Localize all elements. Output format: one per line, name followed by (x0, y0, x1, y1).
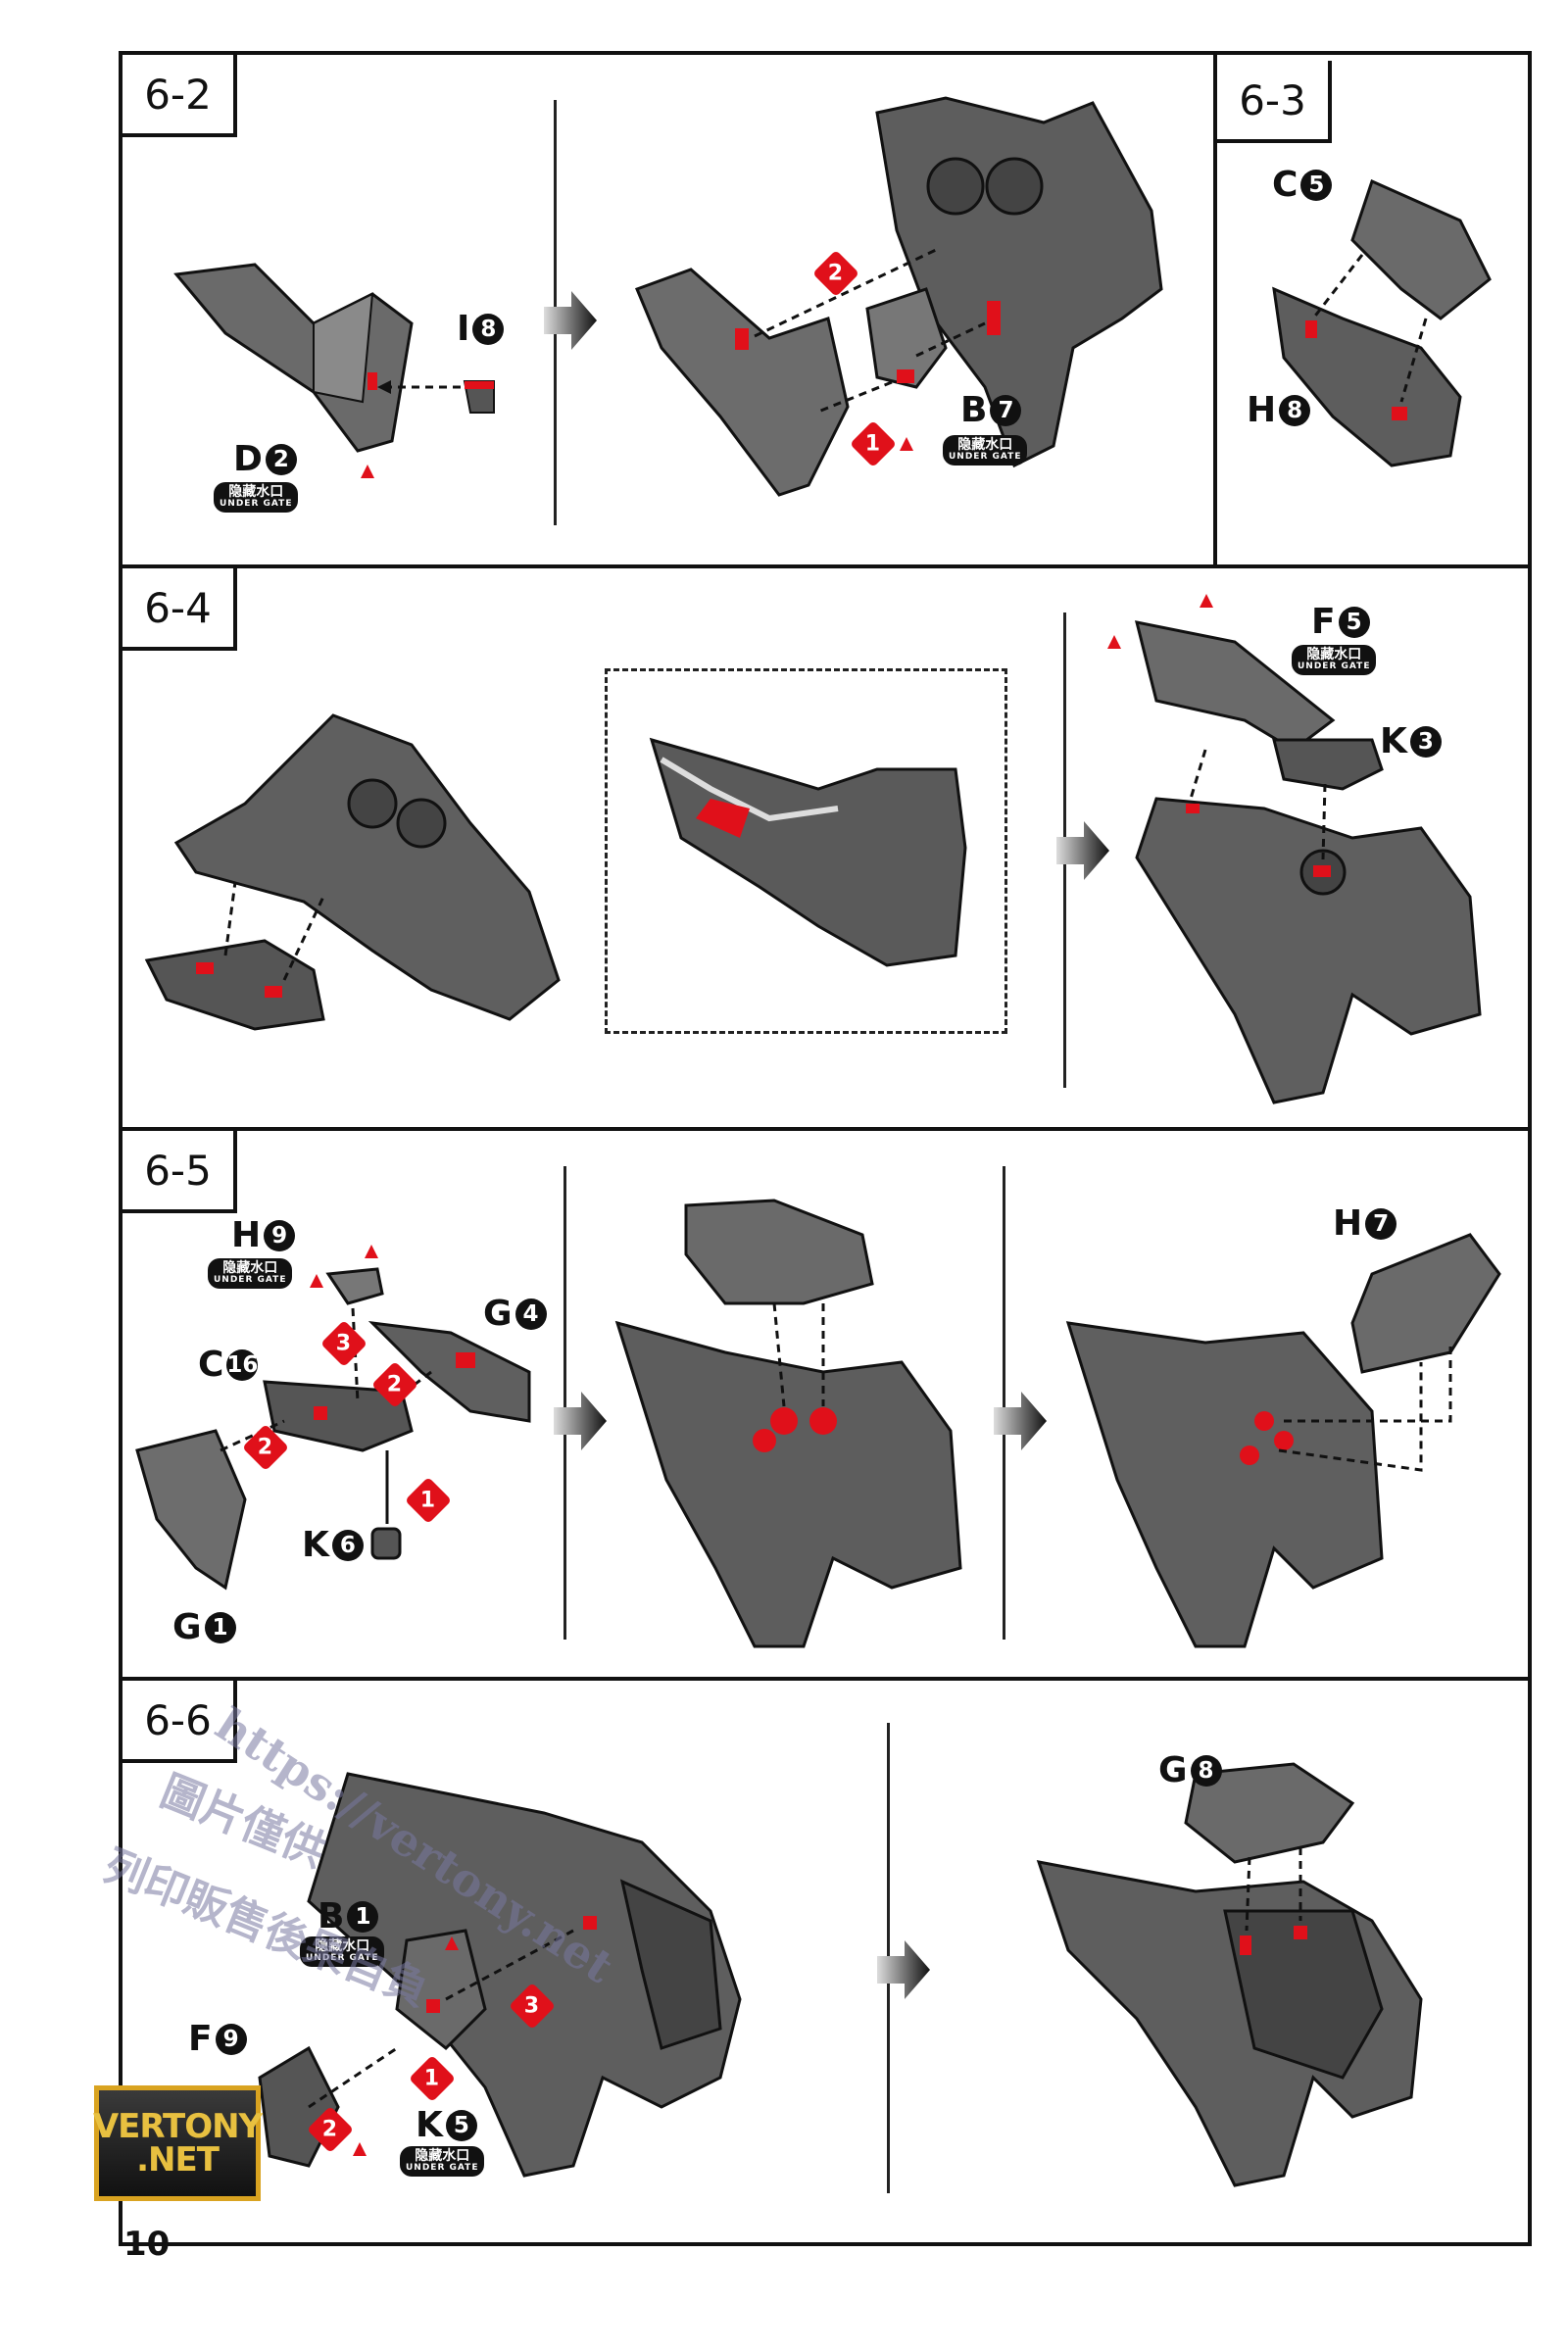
row-divider-2 (119, 1127, 1532, 1131)
gate-marker-icon (353, 2142, 367, 2156)
page-number: 10 (123, 2225, 171, 2264)
gate-marker-icon (1107, 635, 1121, 649)
part-illustration-6-5-right (1065, 1233, 1501, 1648)
part-illustration-6-6-right (1036, 1762, 1423, 2187)
part-illustration-i8 (463, 380, 495, 414)
step-label-6-4: 6-4 (122, 568, 237, 651)
part-illustration-6-2-assembly (635, 96, 1163, 497)
separator-6-5-b (1003, 1166, 1005, 1640)
gate-marker-icon (361, 465, 374, 478)
gate-marker-icon (445, 1936, 459, 1950)
step-label-6-2: 6-2 (122, 55, 237, 137)
vertony-logo: VERTONY .NET (93, 2085, 263, 2201)
gate-marker-icon (365, 1245, 378, 1258)
step-label-6-6: 6-6 (122, 1681, 237, 1763)
detail-view-box (605, 668, 1007, 1034)
row-divider-3 (119, 1677, 1532, 1681)
row-divider-1 (119, 564, 1532, 568)
panel-divider-6-2-6-3 (1213, 51, 1217, 566)
part-illustration-6-3 (1272, 178, 1492, 467)
step-label-6-5: 6-5 (122, 1131, 237, 1213)
part-illustration-6-4-result (1134, 620, 1482, 1104)
part-illustration-6-4-detail (649, 737, 967, 967)
next-arrow-icon (994, 1392, 1047, 1450)
next-arrow-icon (544, 291, 597, 350)
next-arrow-icon (1056, 821, 1109, 880)
gate-marker-icon (310, 1274, 323, 1288)
part-illustration-6-6-left (258, 1772, 742, 2178)
manual-page-frame (119, 51, 1532, 2246)
next-arrow-icon (877, 1940, 930, 1999)
part-illustration-6-4-body (144, 713, 561, 1031)
gate-marker-icon (1200, 594, 1213, 608)
part-illustration-6-5-middle (614, 1199, 962, 1648)
gate-marker-icon (900, 437, 913, 451)
step-label-6-3: 6-3 (1217, 61, 1332, 143)
part-illustration-6-2-wing (173, 263, 414, 453)
next-arrow-icon (554, 1392, 607, 1450)
dashed-arrow (377, 380, 461, 394)
separator-6-5-a (564, 1166, 566, 1640)
